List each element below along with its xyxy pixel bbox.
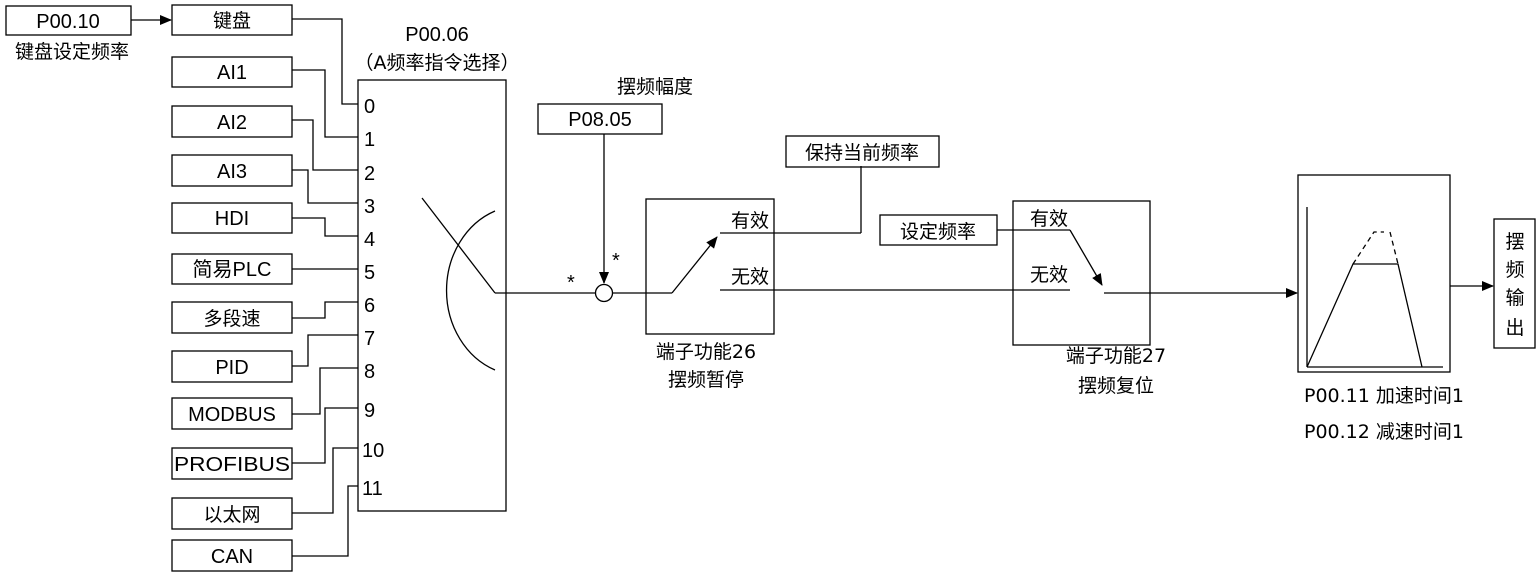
port-0: 0 [364, 96, 375, 118]
source-label-multi-speed: 多段速 [203, 308, 260, 330]
source-label-can: CAN [211, 546, 253, 568]
connector-10 [292, 447, 358, 514]
source-label-keypad: 键盘 [213, 10, 251, 32]
switch2-box [1012, 200, 1151, 346]
set-freq-label: 设定频率 [900, 221, 976, 243]
switch1-blade [671, 236, 718, 294]
switch2-invalid-label: 无效 [1030, 264, 1068, 286]
port-5: 5 [364, 262, 375, 284]
port-9: 9 [364, 400, 375, 422]
switch2-caption-1: 端子功能27 [1066, 345, 1166, 367]
switch1-caption-1: 端子功能26 [656, 341, 756, 363]
source-box-ai2 [171, 105, 293, 138]
source-label-profibus: PROFIBUS [174, 454, 290, 476]
port-2: 2 [364, 163, 375, 185]
port-10: 10 [362, 440, 384, 462]
output-char-4: 出 [1505, 317, 1524, 339]
output-char-1: 摆 [1505, 231, 1524, 253]
keypad-param-code: P00.10 [36, 11, 99, 33]
source-label-modbus: MODBUS [188, 404, 276, 426]
star-top: * [612, 250, 620, 272]
ramp-decel-label: P00.12 减速时间1 [1304, 421, 1464, 443]
ramp-trapezoid [1306, 263, 1423, 368]
star-left: * [567, 272, 575, 294]
connector-3 [292, 169, 358, 204]
port-11: 11 [362, 478, 383, 500]
selector-caption: （A频率指令选择） [355, 52, 520, 74]
ramp-box [1297, 174, 1451, 373]
port-3: 3 [364, 196, 375, 218]
connector-11 [292, 485, 358, 557]
connector-7 [292, 334, 358, 367]
output-box [1493, 218, 1536, 349]
selector-code: P00.06 [405, 24, 468, 46]
source-label-hdi: HDI [215, 208, 249, 230]
hold-freq-box [785, 135, 940, 168]
amplitude-caption: 摆频幅度 [617, 76, 693, 98]
source-box-keypad [171, 4, 293, 36]
source-label-ai3: AI3 [217, 161, 247, 183]
hold-freq-label: 保持当前频率 [805, 142, 919, 164]
port-1: 1 [364, 129, 375, 151]
switch2-caption-2: 摆频复位 [1078, 375, 1154, 397]
connector-9 [292, 407, 358, 464]
source-label-ai1: AI1 [217, 62, 247, 84]
switch1-valid-label: 有效 [731, 210, 769, 232]
amplitude-code: P08.05 [568, 109, 631, 131]
ramp-dashed-peak-right [1389, 231, 1399, 265]
connector-2 [292, 119, 358, 171]
connector-1 [292, 69, 358, 138]
keypad-param-caption: 键盘设定频率 [15, 41, 129, 63]
port-6: 6 [364, 295, 375, 317]
port-4: 4 [364, 229, 375, 251]
ramp-dashed-peak-left [1352, 231, 1384, 265]
selector-box [357, 79, 507, 512]
selector-pointer [421, 197, 496, 294]
output-char-2: 频 [1505, 259, 1524, 281]
selector-arc [445, 210, 496, 371]
ramp-accel-label: P00.11 加速时间1 [1304, 385, 1464, 407]
port-7: 7 [364, 328, 375, 350]
switch2-blade [1069, 229, 1103, 286]
connector-6 [292, 301, 358, 319]
source-label-plc: 简易PLC [193, 258, 272, 281]
source-box-ai1 [171, 56, 293, 88]
switch2-valid-label: 有效 [1030, 208, 1068, 230]
source-label-pid: PID [215, 357, 248, 379]
port-8: 8 [364, 361, 375, 383]
switch1-box [645, 198, 775, 335]
connector-4 [292, 217, 358, 237]
switch1-caption-2: 摆频暂停 [668, 369, 744, 391]
source-label-ethernet: 以太网 [203, 504, 260, 526]
amplitude-param-box [537, 103, 663, 135]
source-label-ai2: AI2 [217, 112, 247, 134]
connector-0 [292, 18, 358, 105]
connector-8 [292, 367, 358, 415]
output-char-3: 输 [1505, 287, 1524, 309]
switch1-invalid-label: 无效 [731, 266, 769, 288]
multiplier-circle [594, 283, 614, 303]
